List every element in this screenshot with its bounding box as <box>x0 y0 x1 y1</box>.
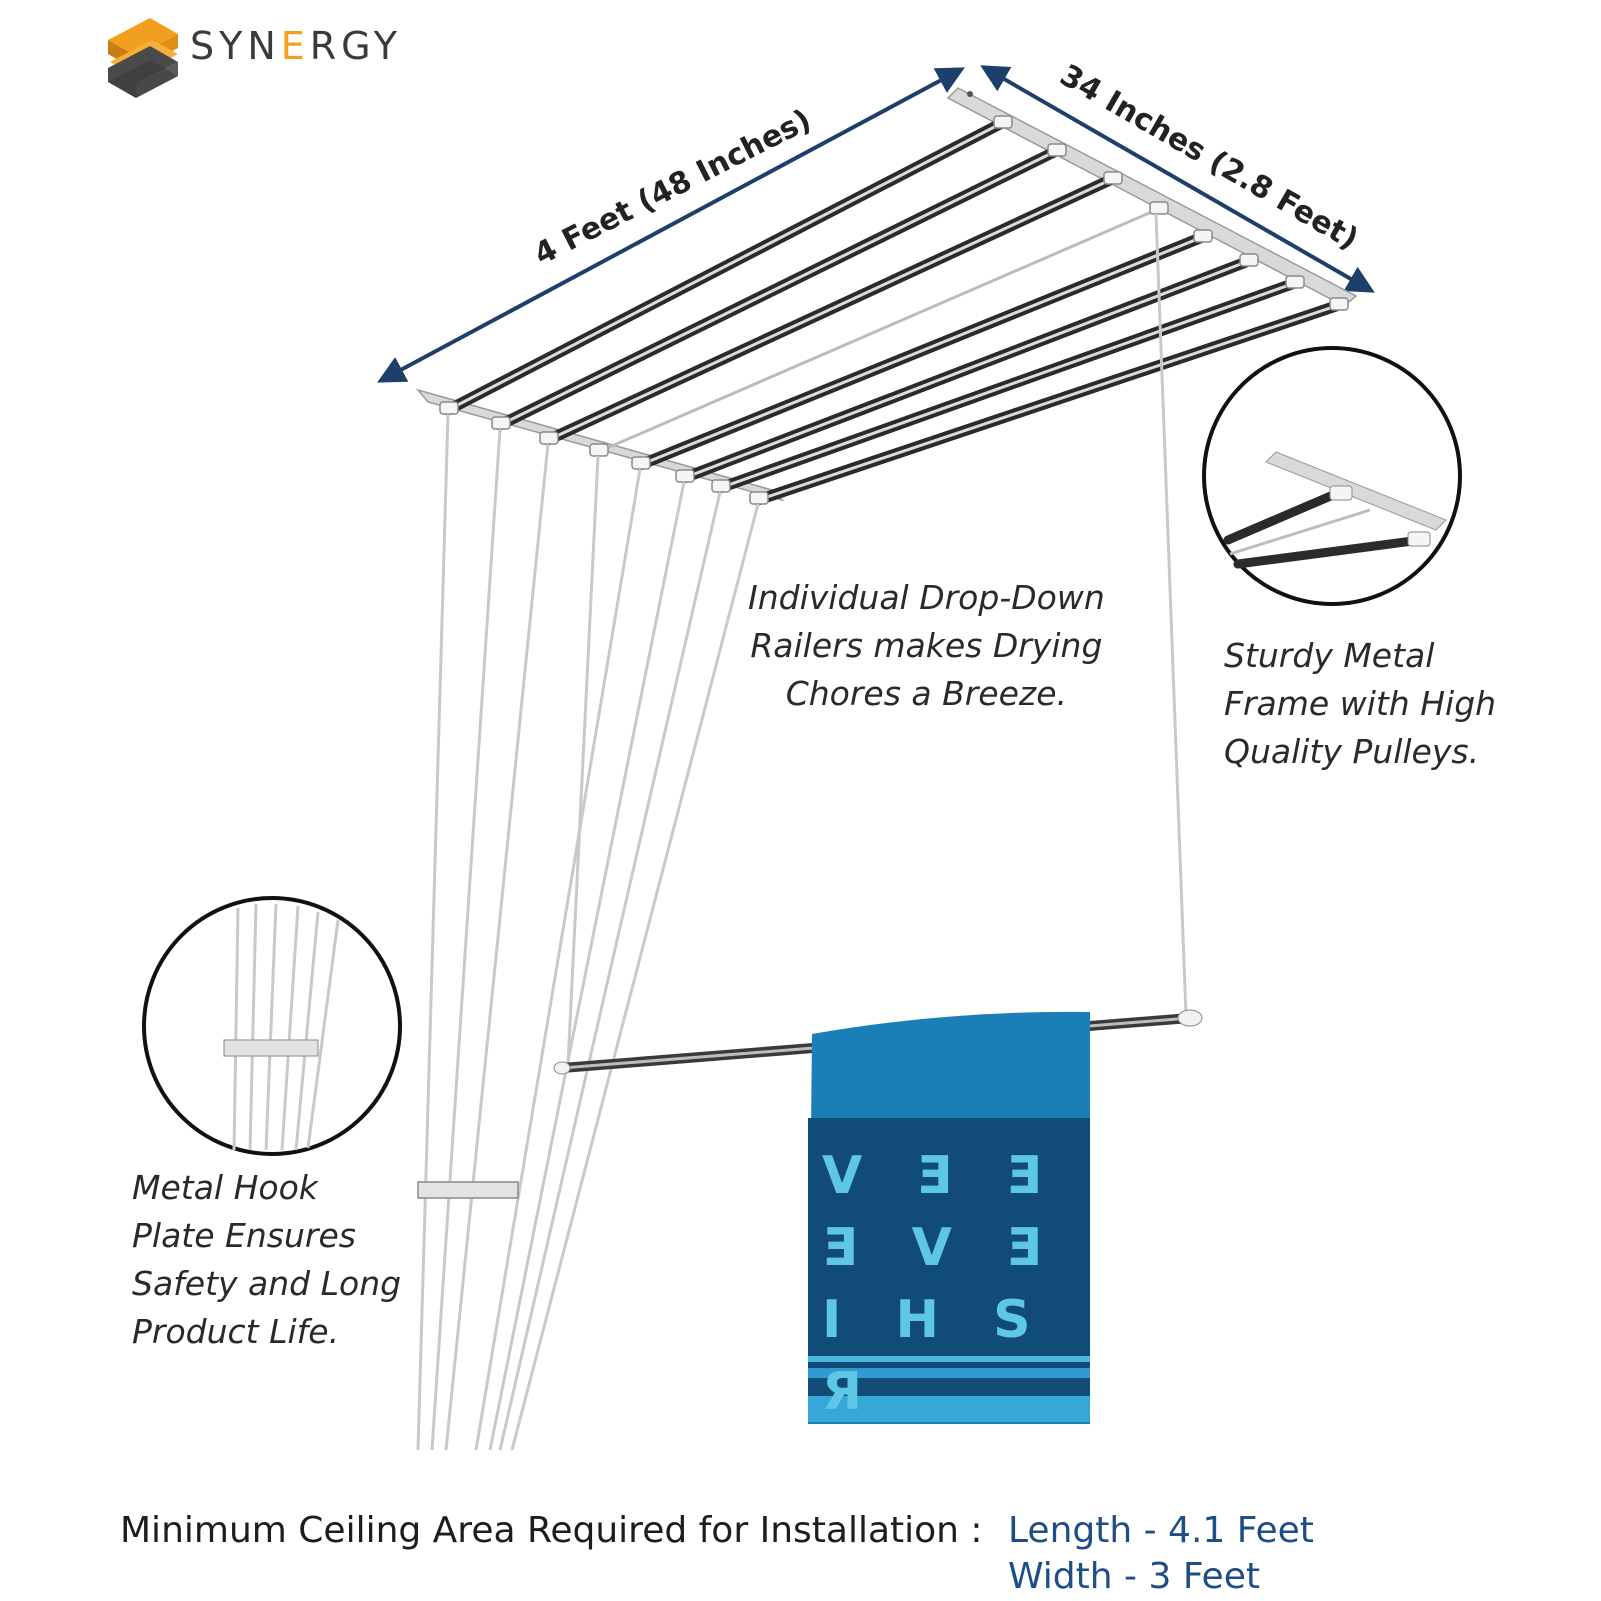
drying-rails <box>442 118 1342 506</box>
width-spec: Width - 3 Feet <box>1008 1556 1260 1597</box>
frame-zoom-circle <box>1202 346 1462 606</box>
length-spec: Length - 4.1 Feet <box>1008 1510 1314 1551</box>
towel <box>808 1011 1090 1424</box>
brand-name-prefix: SYN <box>190 24 281 68</box>
hook-callout-line-4: Product Life. <box>132 1312 340 1351</box>
brand-name-accent: E <box>280 24 310 68</box>
frame-callout-line-3: Quality Pulleys. <box>1224 732 1480 771</box>
drop-down-callout: Individual Drop-Down Railers makes Dryin… <box>748 574 1105 718</box>
frame-callout-line-1: Sturdy Metal <box>1224 636 1435 675</box>
brand-name-suffix: RGY <box>309 24 402 68</box>
hook-callout-line-1: Metal Hook <box>132 1168 318 1207</box>
towel-print-row-3: I H S Я <box>822 1290 1049 1422</box>
hook-callout-line-2: Plate Ensures <box>132 1216 356 1255</box>
towel-print-row-2: Ǝ V Ǝ <box>822 1218 1060 1278</box>
hook-callout: Metal Hook Plate Ensures Safety and Long… <box>132 1164 401 1356</box>
towel-print-row-1: V Ǝ Ǝ <box>822 1146 1060 1206</box>
drop-down-callout-line-1: Individual Drop-Down <box>748 578 1105 617</box>
hook-zoom-circle <box>142 896 402 1156</box>
footer-label: Minimum Ceiling Area Required for Instal… <box>120 1510 983 1551</box>
frame-callout-line-2: Frame with High <box>1224 684 1497 723</box>
hook-plate <box>417 1181 519 1199</box>
hook-callout-line-3: Safety and Long <box>132 1264 402 1303</box>
pulley-cords <box>416 213 1188 1451</box>
towel-print: V Ǝ Ǝ Ǝ V Ǝ I H S Я <box>822 1140 1082 1428</box>
width-dimension-arrow <box>980 65 1375 293</box>
pulley-clips <box>439 115 1349 505</box>
frame-callout: Sturdy Metal Frame with High Quality Pul… <box>1224 632 1496 776</box>
drop-down-callout-line-3: Chores a Breeze. <box>785 674 1068 713</box>
length-dimension-arrow <box>377 67 965 383</box>
brand-wordmark: SYNERGY <box>190 24 402 68</box>
drop-down-callout-line-2: Railers makes Drying <box>750 626 1103 665</box>
